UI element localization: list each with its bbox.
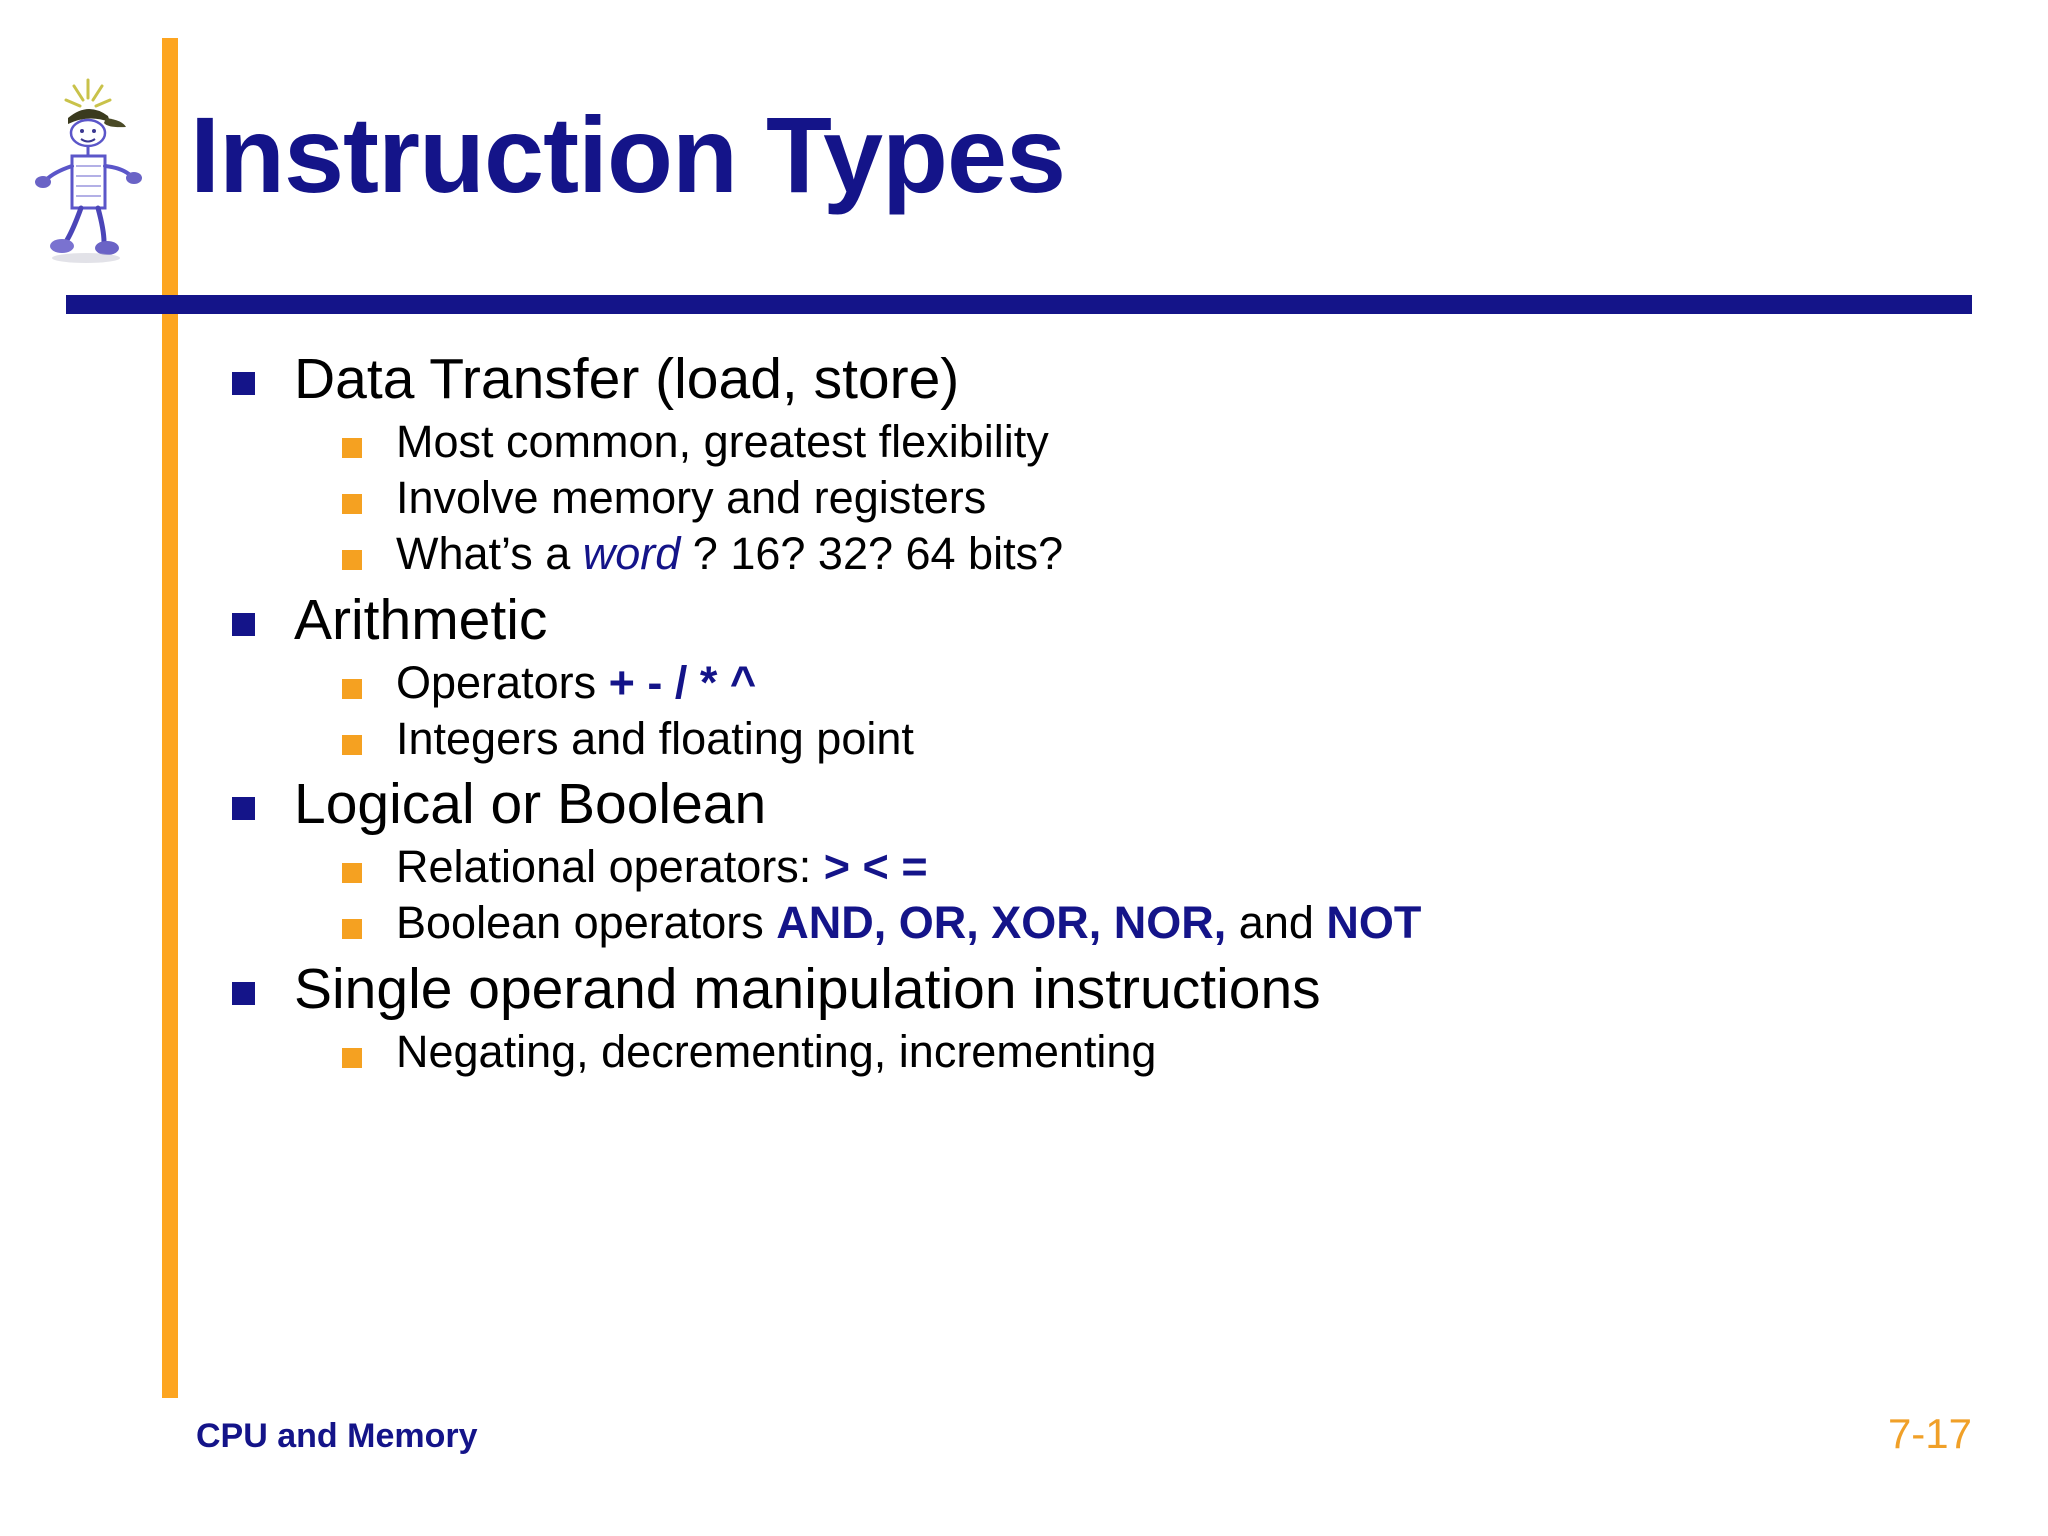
square-bullet-orange-icon [342, 734, 362, 755]
bullet-level2-label: Involve memory and registers [396, 472, 986, 524]
bullet-text-run: > < = [823, 841, 928, 893]
bullet-text-run: ? 16? 32? 64 bits? [680, 528, 1064, 580]
bullet-level1[interactable]: Arithmetic [232, 587, 1950, 653]
bullet-text-run: Involve memory and registers [396, 472, 987, 524]
square-bullet-orange-icon [342, 1047, 362, 1068]
bullet-text-run: + - / * ^ [608, 656, 757, 708]
bullet-level2-label: Most common, greatest flexibility [396, 416, 1049, 468]
square-bullet-orange-icon [342, 919, 362, 940]
bullet-group: Single operand manipulation instructions… [190, 956, 1950, 1078]
bullet-text-run: NOT [1326, 897, 1422, 949]
bullet-group: Data Transfer (load, store)Most common, … [190, 346, 1950, 581]
bullet-level1-label: Arithmetic [294, 587, 548, 652]
bullet-level2[interactable]: Boolean operators AND, OR, XOR, NOR, and… [342, 897, 1950, 949]
square-bullet-navy-icon [232, 372, 255, 395]
bullet-level1-label: Single operand manipulation instructions [294, 956, 1321, 1021]
bullet-text-run: Integers and floating point [396, 712, 914, 764]
bullet-level2[interactable]: Most common, greatest flexibility [342, 416, 1950, 468]
horizontal-navy-rule [66, 295, 1972, 314]
footer-section-label: CPU and Memory [196, 1417, 478, 1455]
bullet-text-run: Negating, decrementing, incrementing [396, 1025, 1157, 1077]
bullet-level2[interactable]: Relational operators: > < = [342, 841, 1950, 893]
square-bullet-navy-icon [232, 981, 255, 1005]
bullet-text-run: Relational operators: [396, 841, 824, 893]
bullet-list: Data Transfer (load, store)Most common, … [190, 340, 1950, 1080]
bullet-text-run: and [1226, 897, 1327, 949]
bullet-text-run: Most common, greatest flexibility [396, 416, 1049, 468]
bullet-level2-label: Negating, decrementing, incrementing [396, 1026, 1156, 1078]
stick-figure-mascot-icon [28, 74, 148, 264]
bullet-level1-label: Logical or Boolean [294, 772, 767, 837]
bullet-level2-label: Operators + - / * ^ [396, 657, 756, 709]
footer-page-number: 7-17 [1887, 1410, 1972, 1457]
bullet-text-run: What’s a [396, 528, 583, 580]
square-bullet-orange-icon [342, 678, 362, 699]
square-bullet-orange-icon [342, 863, 362, 884]
bullet-level1[interactable]: Logical or Boolean [232, 771, 1950, 837]
bullet-level1[interactable]: Single operand manipulation instructions [232, 956, 1950, 1022]
square-bullet-orange-icon [342, 494, 362, 515]
bullet-level1-label: Data Transfer (load, store) [294, 347, 960, 411]
bullet-text-run: word [582, 528, 681, 580]
bullet-level2-label: What’s a word ? 16? 32? 64 bits? [396, 528, 1063, 580]
square-bullet-orange-icon [342, 550, 362, 571]
square-bullet-orange-icon [342, 438, 362, 459]
bullet-level2[interactable]: Negating, decrementing, incrementing [342, 1026, 1950, 1078]
bullet-level2-label: Relational operators: > < = [396, 841, 928, 893]
bullet-text-run: AND, OR, XOR, NOR, [776, 897, 1227, 949]
bullet-text-run: Operators [396, 656, 609, 708]
bullet-text-run: Boolean operators [396, 897, 777, 949]
vertical-orange-rule [162, 38, 178, 1398]
bullet-level2[interactable]: Involve memory and registers [342, 472, 1950, 524]
square-bullet-navy-icon [232, 612, 255, 636]
square-bullet-navy-icon [232, 797, 255, 821]
bullet-level2-label: Boolean operators AND, OR, XOR, NOR, and… [396, 897, 1421, 949]
bullet-level1[interactable]: Data Transfer (load, store) [232, 346, 1950, 412]
bullet-level2[interactable]: Integers and floating point [342, 713, 1950, 765]
slide-title: Instruction Types [190, 94, 1066, 215]
bullet-level2[interactable]: What’s a word ? 16? 32? 64 bits? [342, 528, 1950, 580]
bullet-level2[interactable]: Operators + - / * ^ [342, 657, 1950, 709]
bullet-level2-label: Integers and floating point [396, 713, 914, 765]
